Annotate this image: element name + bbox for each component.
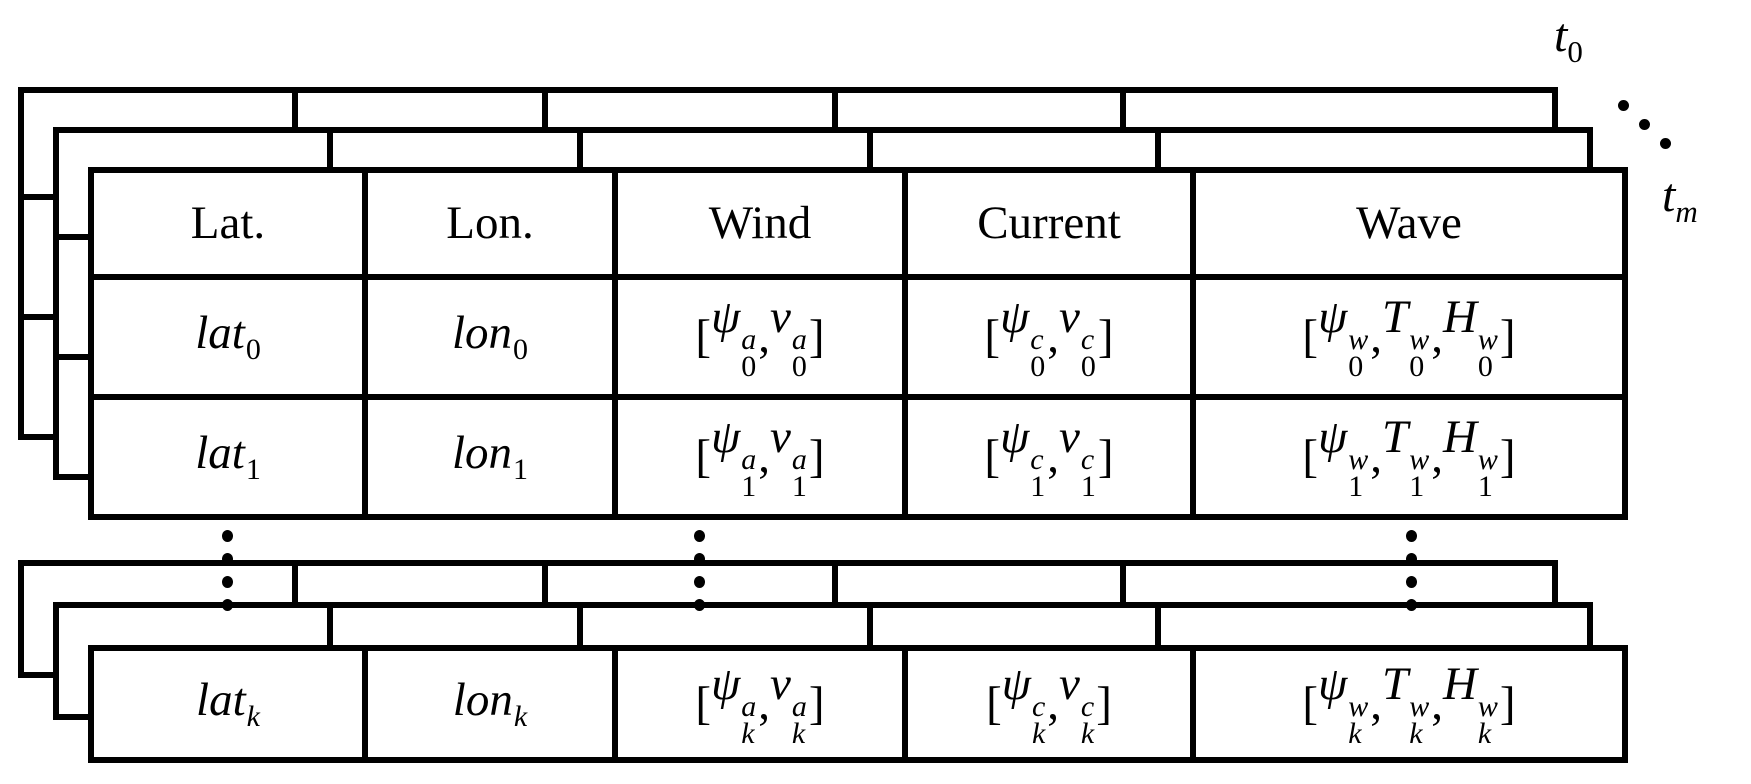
ellipsis-dot [1406, 553, 1417, 565]
ellipsis-dot [1660, 138, 1671, 149]
ellipsis-dot [222, 530, 233, 542]
ellipsis-dot [1406, 530, 1417, 542]
data-cell: lon1 [368, 400, 618, 514]
ellipsis-dot [694, 530, 705, 542]
header-cell-lat: Lat. [94, 173, 368, 280]
vertical-ellipsis-icon [694, 530, 705, 611]
ellipsis-dot [694, 553, 705, 565]
math-token: latk [196, 673, 260, 733]
time-label-t0-subscript: 0 [1567, 34, 1583, 69]
math-token: lat0 [195, 306, 261, 366]
data-cell: latk [94, 651, 368, 757]
ellipsis-dot [1406, 599, 1417, 611]
time-label-t0: t0 [1554, 9, 1583, 69]
vertical-ellipsis-icon [1406, 530, 1417, 611]
data-cell: lat0 [94, 280, 368, 400]
time-label-tm: tm [1662, 169, 1698, 229]
ellipsis-dot [222, 553, 233, 565]
time-label-t0-base: t [1554, 9, 1568, 62]
ellipsis-dot [222, 599, 233, 611]
math-token: lonk [452, 673, 528, 733]
ellipsis-dot [694, 576, 705, 588]
ellipsis-dot [1618, 100, 1629, 111]
ellipsis-dot [1406, 576, 1417, 588]
vertical-ellipsis-icon [222, 530, 233, 611]
data-cell: lat1 [94, 400, 368, 514]
data-cell: lon0 [368, 280, 618, 400]
math-token: lon0 [451, 306, 529, 366]
data-cell: lonk [368, 651, 618, 757]
header-cell-current: Current [908, 173, 1196, 280]
header-cell-lon: Lon. [368, 173, 618, 280]
ellipsis-dot [1639, 119, 1650, 130]
time-label-tm-subscript: m [1675, 194, 1698, 229]
ellipsis-dot [222, 576, 233, 588]
math-token: lon1 [451, 426, 529, 486]
math-token: lat1 [195, 426, 261, 486]
header-cell-wave: Wave [1196, 173, 1622, 280]
time-label-tm-base: t [1662, 169, 1676, 222]
header-cell-wind: Wind [618, 173, 908, 280]
ellipsis-dot [694, 599, 705, 611]
